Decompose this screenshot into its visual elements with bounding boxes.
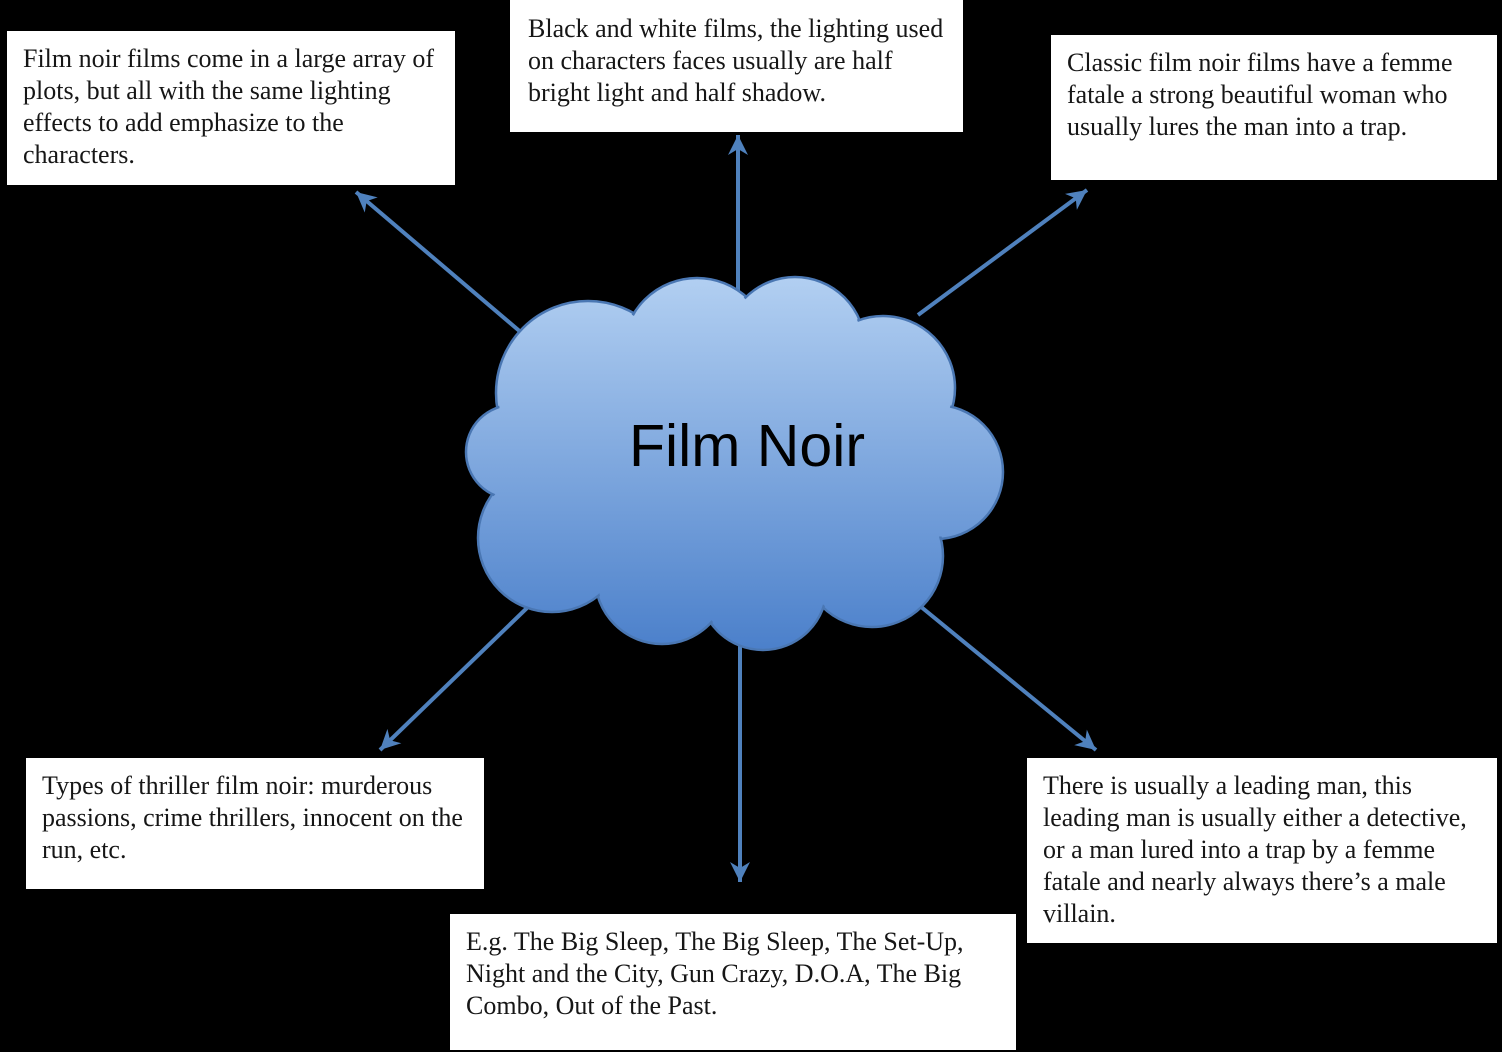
arrow-top-left-icon: [354, 190, 532, 342]
note-top-center: Black and white films, the lighting used…: [510, 0, 963, 132]
arrow-top-right-icon: [916, 188, 1089, 317]
note-top-left: Film noir films come in a large array of…: [7, 31, 455, 185]
note-bottom-right: There is usually a leading man, this lea…: [1027, 758, 1497, 943]
cloud-title: Film Noir: [629, 413, 865, 479]
cloud-shape: Film Noir: [464, 275, 1005, 652]
note-bottom-center: E.g. The Big Sleep, The Big Sleep, The S…: [450, 914, 1016, 1050]
note-top-right: Classic film noir films have a femme fat…: [1051, 35, 1497, 180]
arrow-bottom-right-icon: [896, 586, 1098, 752]
note-bottom-left: Types of thriller film noir: murderous p…: [26, 758, 484, 889]
